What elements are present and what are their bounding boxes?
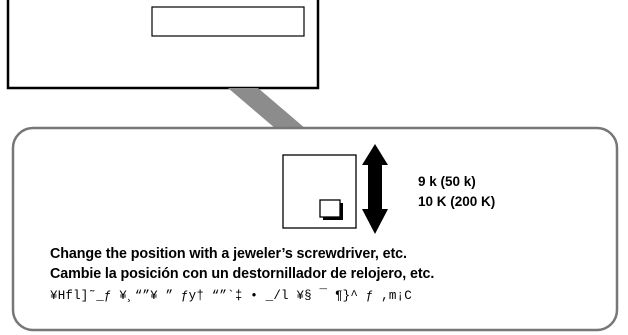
caption-garbled: ¥Hfl]˜_ƒ ¥¸“”¥ ” ƒy† “”`‡ • _/l ¥§ ¯ ¶}^… [50,289,412,303]
switch-label-upper: 9 k (50 k) [418,174,476,189]
switch-slot [151,6,305,37]
detail-panel [11,126,619,332]
callout-wedge [228,88,306,129]
switch-knob [319,199,341,218]
caption-english: Change the position with a jeweler’s scr… [50,246,407,262]
switch-label-lower: 10 K (200 K) [418,194,496,209]
caption-spanish: Cambie la posición con un destornillador… [50,266,435,282]
double-arrow-icon [362,144,388,234]
